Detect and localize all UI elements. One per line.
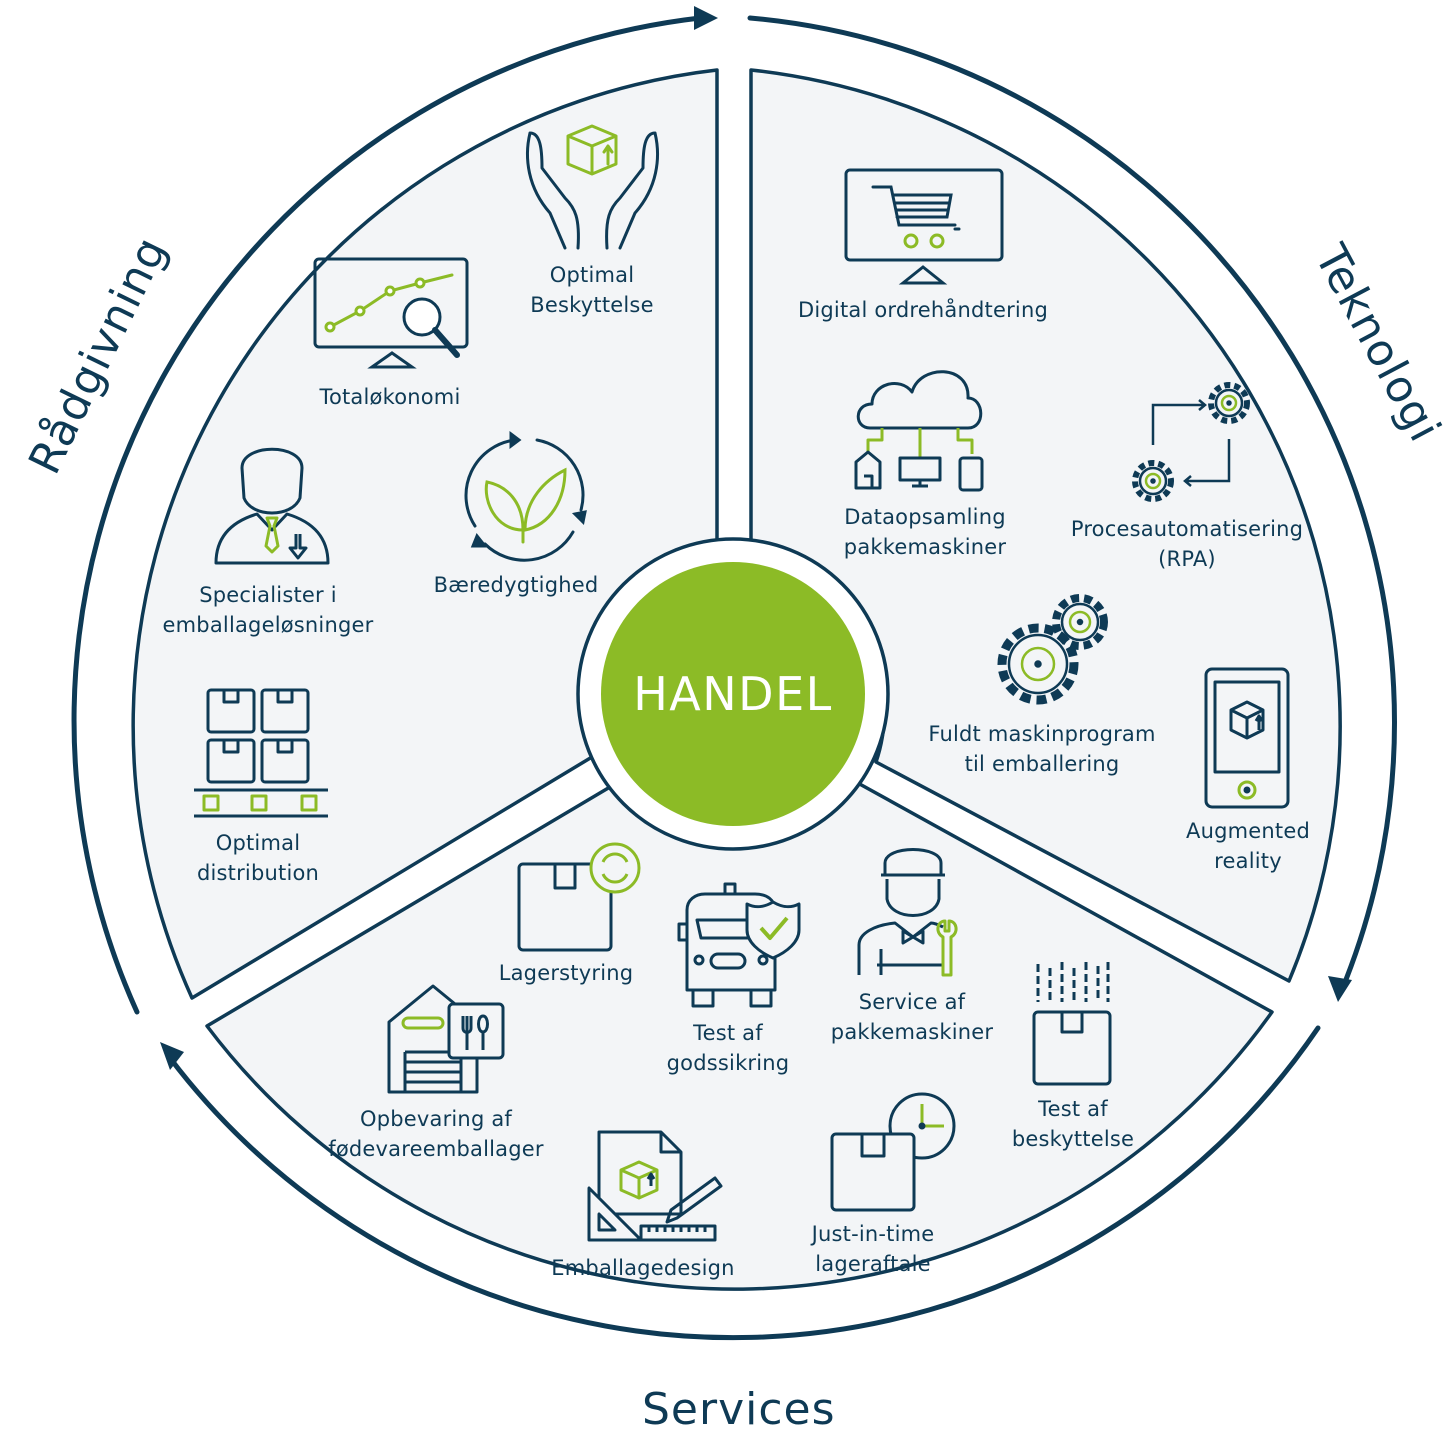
label-digital-ordre: Digital ordrehåndtering [798,298,1048,322]
warehouse-food-icon [387,984,505,1094]
arrow-heads [160,6,1352,1070]
label-emballagedesign: Emballagedesign [551,1256,735,1280]
hub-label: HANDEL [633,667,833,721]
box-clock-icon [830,1092,956,1212]
gears-icon [997,594,1108,705]
gears-automation-icon [1132,382,1250,502]
hands-box-icon [526,124,659,250]
cloud-network-icon [854,370,984,492]
title-services: Services [642,1384,836,1435]
monitor-chart-magnifier-icon [313,257,469,369]
label-totaloekonomi: Totaløkonomi [319,385,461,409]
label-procesautomatisering: Procesautomatisering(RPA) [1070,517,1304,571]
label-baeredygtighed: Bæredygtighed [433,573,599,597]
phone-box-icon [1204,667,1290,809]
truck-shield-icon [677,882,801,1008]
hub-circle [601,562,865,826]
specialist-person-icon [214,447,330,565]
cycle-arrows [71,15,1397,1341]
leaf-cycle-icon [464,431,587,562]
box-impact-icon [1032,962,1112,1086]
box-refresh-icon [517,842,641,952]
boxes-pallet-icon [194,688,328,818]
technician-icon [857,848,958,977]
monitor-cart-icon [844,168,1004,285]
design-tools-icon [587,1130,723,1242]
label-lagerstyring: Lagerstyring [498,961,634,985]
